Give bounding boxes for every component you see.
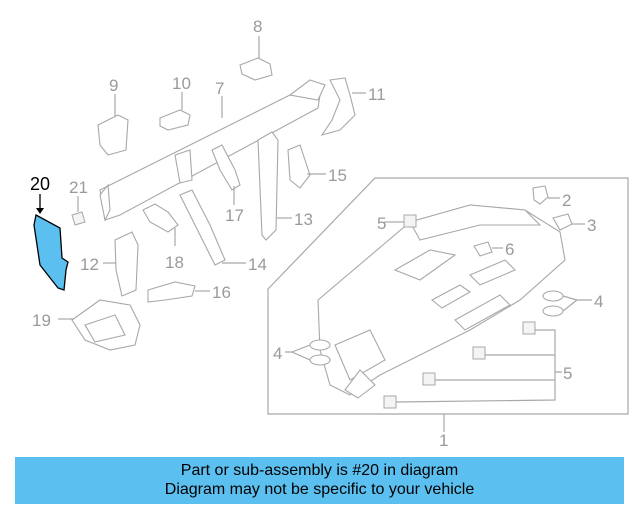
part-20-highlighted [33, 214, 69, 291]
part-5-clip-top [403, 214, 417, 228]
part-2-clip [532, 185, 549, 205]
dashboard-assembly-box [267, 177, 629, 415]
label-4-left: 4 [273, 344, 282, 363]
part-4-rings-right [542, 290, 592, 317]
part-7-crossbeam [99, 79, 326, 222]
label-18: 18 [165, 253, 184, 272]
part-11-bracket [320, 77, 356, 136]
label-3: 3 [587, 216, 596, 235]
part-17-brace [211, 144, 241, 191]
label-21: 21 [69, 178, 88, 197]
banner-line-2: Diagram may not be specific to your vehi… [164, 481, 475, 498]
label-12: 12 [80, 255, 99, 274]
part-10-bracket [159, 109, 191, 131]
label-10: 10 [172, 74, 191, 93]
part-19-duct [71, 299, 141, 351]
part-5-clips-group [383, 321, 562, 409]
label-14: 14 [248, 255, 267, 274]
part-info-banner: Part or sub-assembly is #20 in diagram D… [15, 457, 624, 504]
label-4-right: 4 [594, 292, 603, 311]
dashboard-panel [317, 204, 566, 399]
part-12-bracket [114, 231, 139, 297]
part-21-clip [71, 211, 86, 226]
label-7: 7 [215, 79, 224, 98]
label-9: 9 [109, 76, 118, 95]
part-15-bracket [287, 144, 311, 189]
label-6: 6 [505, 240, 514, 259]
parts-diagram: 1 2 3 4 4 5 5 [30, 17, 629, 450]
part-16-bracket [147, 281, 196, 303]
label-15: 15 [328, 166, 347, 185]
label-16: 16 [212, 283, 231, 302]
label-20: 20 [30, 174, 50, 194]
label-11: 11 [368, 85, 386, 104]
label-17: 17 [225, 206, 244, 225]
label-13: 13 [294, 210, 313, 229]
part-8-bracket [239, 57, 273, 81]
part-13-pillar [257, 131, 279, 241]
part-20-arrow [36, 208, 44, 214]
label-1: 1 [439, 431, 448, 450]
part-6-clip [473, 241, 493, 257]
banner-line-1: Part or sub-assembly is #20 in diagram [180, 462, 459, 479]
part-4-rings-left [285, 339, 331, 366]
label-2: 2 [562, 191, 571, 210]
label-5-top: 5 [377, 214, 386, 233]
part-9-bracket [97, 114, 129, 156]
part-18-bracket [142, 203, 179, 233]
label-19: 19 [32, 311, 51, 330]
label-5-right: 5 [563, 364, 572, 383]
label-8: 8 [253, 17, 262, 36]
part-3-clip [552, 213, 573, 231]
part-14-brace [179, 189, 226, 266]
